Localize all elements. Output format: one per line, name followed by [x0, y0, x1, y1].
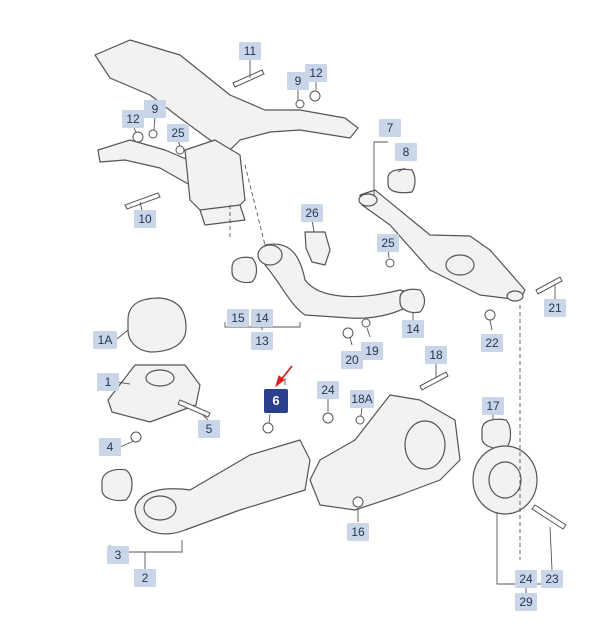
wheel-hub	[472, 445, 538, 515]
callout-18a[interactable]: 18A	[350, 390, 374, 408]
trailing-arm	[134, 439, 311, 535]
callout-13[interactable]: 13	[251, 332, 273, 350]
callout-9[interactable]: 9	[144, 100, 166, 118]
bolt-24	[322, 412, 334, 424]
bolt-11	[232, 69, 265, 88]
bolt-5	[177, 399, 211, 418]
callout-12[interactable]: 12	[305, 64, 327, 82]
callout-15[interactable]: 15	[227, 309, 249, 327]
callout-12[interactable]: 12	[122, 110, 144, 128]
callout-14[interactable]: 14	[402, 320, 424, 338]
callout-24[interactable]: 24	[317, 381, 339, 399]
lateral-arm	[257, 243, 421, 319]
bolt-4	[130, 431, 142, 443]
washer-9b	[148, 129, 158, 139]
callout-2[interactable]: 2	[134, 569, 156, 587]
callout-17[interactable]: 17	[482, 397, 504, 415]
bushing-15	[231, 256, 258, 284]
bushing-8	[387, 168, 416, 194]
bolt-23	[531, 504, 567, 530]
nut-20	[342, 327, 354, 339]
washer-9a	[295, 99, 305, 109]
callout-8[interactable]: 8	[395, 143, 417, 161]
nut-25a	[175, 145, 185, 155]
callout-6-selected[interactable]: 6	[264, 389, 288, 413]
callout-20[interactable]: 20	[341, 351, 363, 369]
callout-24[interactable]: 24	[515, 570, 537, 588]
callout-5[interactable]: 5	[198, 420, 220, 438]
bushing-14	[399, 288, 426, 314]
washer-18a	[355, 415, 365, 425]
bushing-17	[481, 418, 512, 450]
callout-19[interactable]: 19	[361, 342, 383, 360]
bushing-3	[101, 468, 133, 502]
callout-11[interactable]: 11	[239, 42, 261, 60]
callout-29[interactable]: 29	[515, 593, 537, 611]
nut-12b	[132, 131, 144, 143]
callout-25[interactable]: 25	[377, 234, 399, 252]
nut-25b	[385, 258, 395, 268]
callout-18[interactable]: 18	[425, 346, 447, 364]
nut-22	[484, 309, 496, 321]
callout-21[interactable]: 21	[544, 299, 566, 317]
callout-16[interactable]: 16	[347, 523, 369, 541]
callout-1a[interactable]: 1A	[93, 331, 117, 349]
callout-9[interactable]: 9	[287, 72, 309, 90]
bracket-26	[304, 231, 331, 266]
nut-12a	[309, 90, 321, 102]
wheel-carrier	[309, 394, 461, 511]
callout-23[interactable]: 23	[541, 570, 563, 588]
washer-19	[361, 318, 371, 328]
callout-25[interactable]: 25	[167, 124, 189, 142]
bump-stop-1a	[127, 297, 187, 353]
mount-bracket-1	[107, 364, 201, 423]
callout-10[interactable]: 10	[134, 210, 156, 228]
callout-3[interactable]: 3	[107, 546, 129, 564]
bolt-6	[262, 422, 274, 434]
callout-1[interactable]: 1	[97, 373, 119, 391]
subframe	[94, 39, 359, 226]
callout-7[interactable]: 7	[379, 119, 401, 137]
callout-22[interactable]: 22	[481, 334, 503, 352]
callout-4[interactable]: 4	[99, 438, 121, 456]
highlight-arrow	[275, 365, 293, 388]
bolt-21	[535, 276, 563, 295]
nut-16	[352, 496, 364, 508]
bolt-10	[124, 192, 161, 210]
callout-26[interactable]: 26	[301, 204, 323, 222]
bolt-18	[419, 371, 449, 391]
upper-control-arm	[358, 189, 526, 302]
callout-14[interactable]: 14	[251, 309, 273, 327]
